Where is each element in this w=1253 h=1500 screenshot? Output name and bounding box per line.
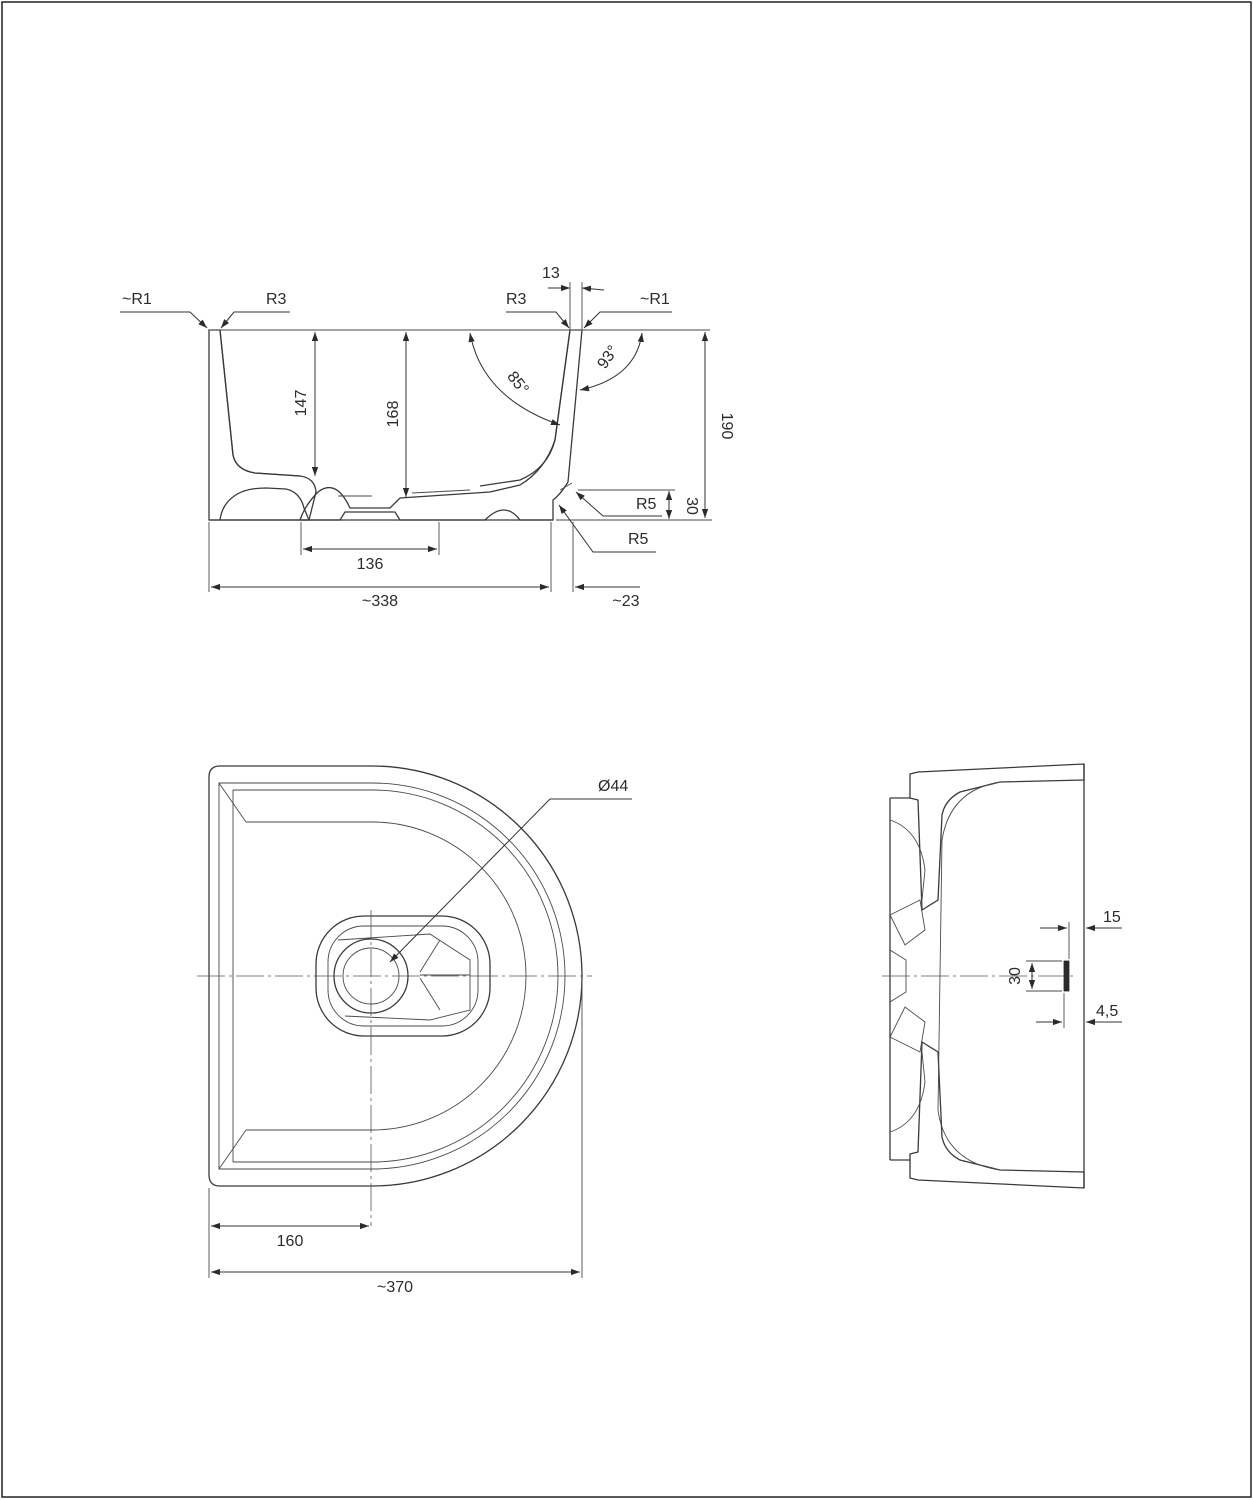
dim-30-label: 30 — [683, 497, 700, 515]
r1-left-leader — [120, 311, 208, 329]
r3-right-leader — [506, 311, 570, 329]
drain-diameter-leader — [389, 798, 632, 963]
plan-view: Ø44 160 ~370 — [197, 765, 632, 1296]
side-inner-curve — [937, 781, 1001, 1171]
angle-85-label: 85° — [503, 368, 531, 398]
side-foot-curves — [889, 819, 926, 1133]
wall-dim-arrow-right — [581, 285, 605, 292]
inner-surface-left — [219, 329, 301, 477]
wall-top-label: 13 — [542, 265, 560, 282]
dim-23-label: ~23 — [612, 593, 639, 610]
drain-channel — [337, 933, 471, 1021]
dim-190-label: 190 — [718, 413, 735, 440]
r5-lower-leader — [558, 504, 656, 553]
r5-upper-leader — [575, 491, 662, 517]
drain-mark-2 — [411, 489, 471, 494]
side-top-wall-section — [909, 763, 1085, 912]
angle-93-label: 93° — [594, 343, 622, 373]
drain-ribs — [419, 939, 470, 1011]
dim-30-side-label: 30 — [1007, 967, 1024, 985]
dim-45-label: 4,5 — [1096, 1003, 1118, 1020]
dim-15-label: 15 — [1103, 909, 1121, 926]
overflow-slot — [1063, 960, 1070, 992]
angle-93-arc — [579, 332, 644, 392]
dim-136-label: 136 — [357, 556, 384, 573]
dim-30-ext — [1026, 960, 1062, 992]
r3-left-leader — [220, 311, 290, 329]
dim-160-label: 160 — [277, 1233, 304, 1250]
left-foot-cavity — [232, 487, 310, 521]
side-mid-detail-bottom — [889, 1006, 926, 1053]
dim-370-label: ~370 — [377, 1279, 413, 1296]
dim-168-label: 168 — [385, 401, 402, 428]
drain-diameter-label: Ø44 — [598, 778, 628, 795]
r5-upper-label: R5 — [636, 496, 657, 513]
inner-surface-right — [479, 329, 571, 487]
r5-detail — [559, 482, 573, 491]
dim-147-label: 147 — [293, 390, 310, 417]
side-view: 15 30 4,5 — [882, 763, 1122, 1189]
left-foot-curve — [219, 496, 234, 521]
side-mid-detail-top — [889, 899, 926, 946]
r1-right-label: ~R1 — [640, 291, 670, 308]
angle-85-arc — [468, 332, 561, 426]
section-view: ~R1 R3 R3 ~R1 13 147 168 85° 93° 190 — [120, 265, 735, 610]
side-left-caps — [890, 797, 910, 1161]
left-wall-section — [208, 329, 317, 521]
r1-left-label: ~R1 — [122, 291, 152, 308]
side-bottom-wall-section — [909, 1040, 1085, 1189]
r3-right-label: R3 — [506, 291, 527, 308]
basin-corner-lines — [218, 782, 247, 1170]
r3-left-label: R3 — [266, 291, 287, 308]
r5-lower-label: R5 — [628, 531, 649, 548]
r1-right-leader — [583, 311, 672, 329]
dim-338-label: ~338 — [362, 593, 398, 610]
